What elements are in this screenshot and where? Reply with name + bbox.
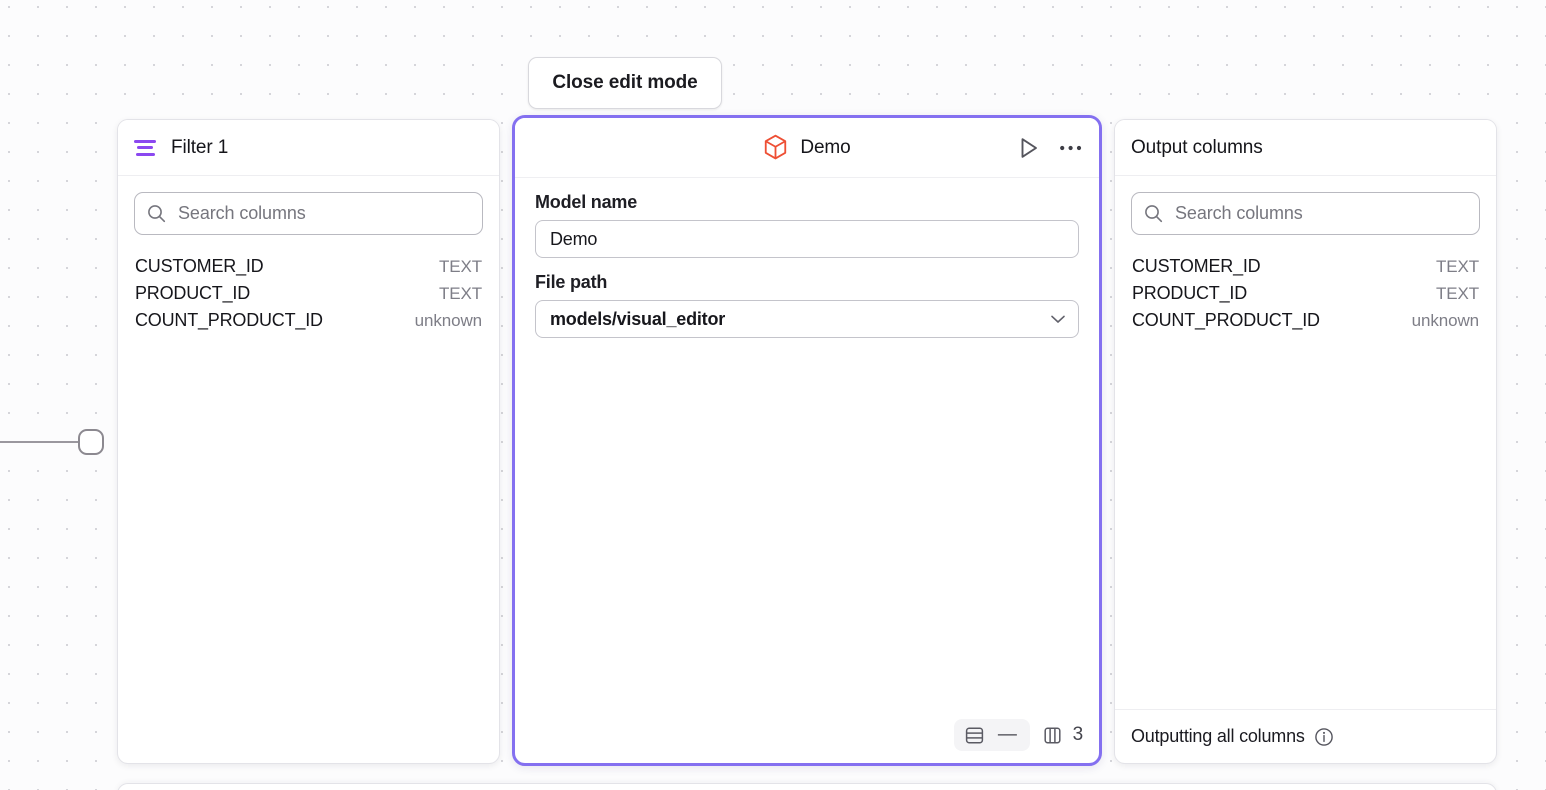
filter-column-row[interactable]: COUNT_PRODUCT_ID unknown (134, 307, 483, 334)
column-count-value: 3 (1072, 724, 1084, 745)
column-type: unknown (414, 311, 482, 330)
edge-handle[interactable] (78, 429, 104, 455)
column-type: TEXT (438, 284, 482, 303)
row-count-stat: — (953, 719, 1030, 751)
output-footer: Outputting all columns (1115, 709, 1496, 763)
filter-column-row[interactable]: PRODUCT_ID TEXT (134, 280, 483, 307)
column-type: unknown (1411, 311, 1479, 330)
search-icon (147, 204, 166, 223)
output-search-placeholder: Search columns (1175, 203, 1303, 223)
cube-icon (763, 134, 788, 161)
model-panel-body: Model name Demo File path models/visual_… (515, 178, 1099, 763)
column-name: CUSTOMER_ID (1132, 256, 1261, 276)
file-path-value: models/visual_editor (550, 308, 726, 329)
column-name: COUNT_PRODUCT_ID (135, 310, 323, 330)
incoming-edge (0, 420, 120, 466)
file-path-select[interactable]: models/visual_editor (535, 300, 1079, 338)
model-node-panel[interactable]: Demo Model name (512, 115, 1102, 766)
model-panel-title: Demo (800, 136, 851, 158)
bottom-panel-partial[interactable] (117, 783, 1497, 790)
columns-icon (1042, 725, 1063, 746)
model-name-input[interactable]: Demo (535, 220, 1079, 258)
column-count-stat: 3 (1040, 724, 1083, 746)
column-name: PRODUCT_ID (135, 283, 251, 303)
column-name: COUNT_PRODUCT_ID (1132, 310, 1320, 330)
chevron-down-icon (1050, 314, 1066, 324)
column-name: PRODUCT_ID (1132, 283, 1248, 303)
output-column-row[interactable]: COUNT_PRODUCT_ID unknown (1131, 307, 1480, 334)
filter-search-input[interactable]: Search columns (134, 192, 483, 235)
output-search-input[interactable]: Search columns (1131, 192, 1480, 235)
column-type: TEXT (1435, 257, 1479, 276)
play-icon[interactable] (1015, 134, 1043, 162)
model-stats-footer: — 3 (953, 719, 1083, 751)
model-panel-header: Demo (515, 118, 1099, 178)
info-icon[interactable] (1314, 727, 1334, 747)
close-edit-mode-button[interactable]: Close edit mode (528, 57, 722, 109)
output-column-row[interactable]: CUSTOMER_ID TEXT (1131, 253, 1480, 280)
filter-panel-title: Filter 1 (171, 136, 229, 158)
file-path-label: File path (535, 272, 608, 292)
output-column-row[interactable]: PRODUCT_ID TEXT (1131, 280, 1480, 307)
column-type: TEXT (438, 257, 482, 276)
ellipsis-icon[interactable] (1057, 134, 1085, 162)
model-name-value: Demo (550, 228, 598, 249)
output-panel-title: Output columns (1131, 136, 1263, 158)
edge-line (0, 441, 83, 443)
row-count-value: — (997, 724, 1017, 745)
output-panel-header: Output columns (1115, 120, 1496, 176)
model-name-label: Model name (535, 192, 638, 212)
filter-column-list: CUSTOMER_ID TEXT PRODUCT_ID TEXT COUNT_PRODU… (134, 253, 483, 334)
output-column-list: CUSTOMER_ID TEXT PRODUCT_ID TEXT COUNT_PRODU… (1131, 253, 1480, 334)
filter-icon (134, 139, 156, 156)
rows-icon (964, 725, 985, 746)
column-name: CUSTOMER_ID (135, 256, 264, 276)
filter-column-row[interactable]: CUSTOMER_ID TEXT (134, 253, 483, 280)
output-footer-text: Outputting all columns (1131, 726, 1305, 746)
filter-search-placeholder: Search columns (178, 203, 306, 223)
filter-panel-header: Filter 1 (118, 120, 499, 176)
search-icon (1144, 204, 1163, 223)
column-type: TEXT (1435, 284, 1479, 303)
output-columns-panel[interactable]: Output columns Search columns CUSTOMER_I… (1114, 119, 1497, 764)
